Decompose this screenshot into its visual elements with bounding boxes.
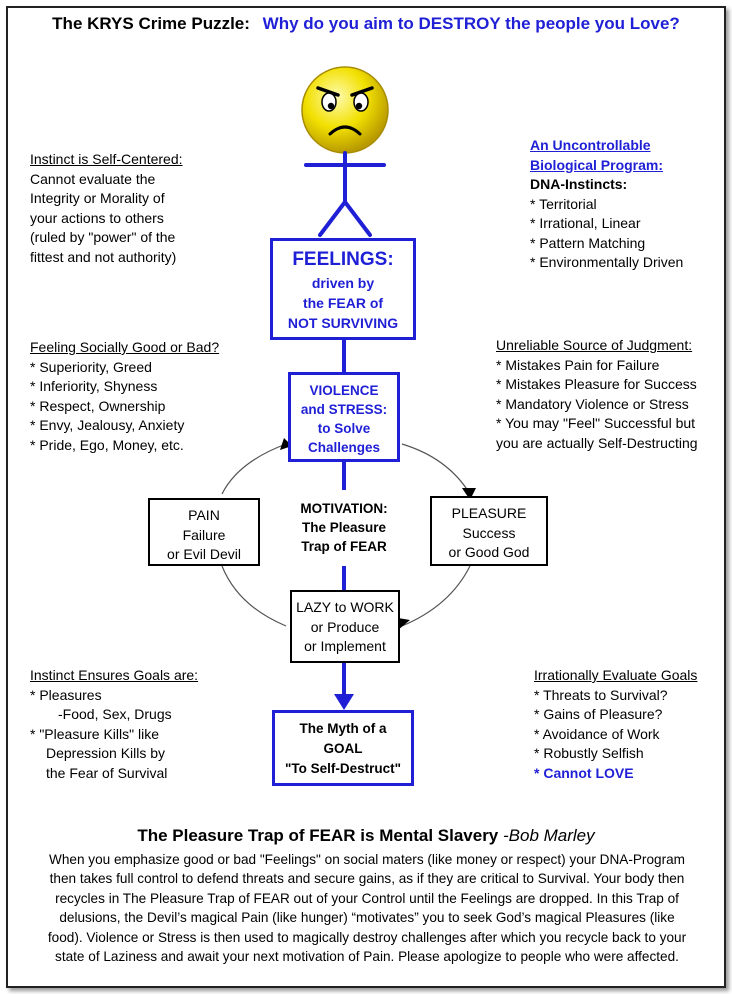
- list-item: * Envy, Jealousy, Anxiety: [30, 417, 185, 433]
- bottom-author: -Bob Marley: [503, 826, 595, 845]
- pleasure-line: PLEASURE: [451, 505, 527, 521]
- page-title: The KRYS Crime Puzzle: Why do you aim to…: [0, 14, 732, 34]
- list-item: * Robustly Selfish: [534, 745, 644, 761]
- goal-line: GOAL: [323, 741, 363, 756]
- bottom-title-text: The Pleasure Trap of FEAR is Mental Slav…: [137, 826, 499, 845]
- instinct-self-centered-heading: Instinct is Self-Centered:: [30, 151, 183, 167]
- list-item: * Respect, Ownership: [30, 397, 166, 414]
- unreliable-judgment-block: Unreliable Source of Judgment: * Mistake…: [496, 336, 718, 453]
- list-item: * Mistakes Pleasure for Success: [496, 376, 697, 392]
- text-line: fittest and not authority): [30, 248, 177, 265]
- paragraph-line: recycles in The Pleasure Trap of FEAR ou…: [55, 890, 679, 906]
- pain-line: PAIN: [188, 507, 220, 523]
- cycle-arrowhead-icon: [462, 488, 476, 500]
- bottom-title: The Pleasure Trap of FEAR is Mental Slav…: [0, 826, 732, 846]
- list-item: * Environmentally Driven: [530, 254, 684, 270]
- list-item: * Pride, Ego, Money, etc.: [30, 436, 184, 453]
- list-item: -Food, Sex, Drugs: [58, 706, 172, 722]
- pain-line: Failure: [182, 526, 226, 543]
- text-line: Cannot evaluate the: [30, 170, 156, 187]
- list-item: the Fear of Survival: [46, 764, 168, 781]
- feelings-box: FEELINGS: driven by the FEAR of NOT SURV…: [270, 238, 416, 340]
- pain-box: PAIN Failure or Evil Devil: [148, 498, 260, 566]
- list-item: Depression Kills by: [46, 745, 166, 761]
- cycle-arrowhead-icon: [398, 618, 410, 630]
- paragraph-line: then takes full control to defend threat…: [49, 871, 685, 887]
- list-item: * Irrational, Linear: [530, 215, 641, 231]
- lazy-line: LAZY to WORK: [296, 599, 394, 615]
- arrow-down-icon: [334, 694, 354, 710]
- list-item: * Territorial: [530, 195, 597, 212]
- cycle-arcs: [221, 443, 471, 627]
- biological-program-heading: An Uncontrollable: [530, 137, 651, 153]
- list-item: * Pattern Matching: [530, 234, 646, 251]
- goal-box: The Myth of a GOAL "To Self-Destruct": [272, 710, 414, 786]
- pleasure-line: or Good God: [448, 544, 530, 560]
- lazy-line: or Implement: [304, 638, 386, 654]
- paragraph-line: delusions, the Devil’s magical Pain (lik…: [59, 910, 675, 926]
- goal-line: The Myth of a: [299, 721, 387, 736]
- list-item: * You may "Feel" Successful but: [496, 415, 696, 431]
- instinct-self-centered-block: Instinct is Self-Centered: Cannot evalua…: [30, 150, 260, 267]
- motivation-center: MOTIVATION: The Pleasure Trap of FEAR: [282, 499, 406, 556]
- goal-line: "To Self-Destruct": [284, 761, 402, 776]
- list-item: * Cannot LOVE: [534, 764, 634, 781]
- list-item: * Mistakes Pain for Failure: [496, 356, 660, 373]
- list-item: * Inferiority, Shyness: [30, 378, 158, 394]
- page-frame: [6, 6, 726, 988]
- instinct-goals-heading: Instinct Ensures Goals are:: [30, 667, 199, 683]
- list-item: * Mandatory Violence or Stress: [496, 395, 689, 412]
- list-item: * "Pleasure Kills" like: [30, 725, 159, 742]
- violence-line: VIOLENCE: [309, 383, 379, 398]
- list-item: you are actually Self-Destructing: [496, 434, 698, 451]
- biological-program-heading: Biological Program:: [530, 156, 664, 173]
- violence-line: to Solve: [317, 421, 371, 436]
- instinct-goals-block: Instinct Ensures Goals are: * Pleasures …: [30, 666, 270, 783]
- feelings-line: driven by: [311, 275, 375, 291]
- bottom-paragraph: When you emphasize good or bad "Feelings…: [22, 850, 712, 966]
- list-item: * Superiority, Greed: [30, 358, 152, 375]
- violence-line: and STRESS:: [300, 402, 388, 417]
- irrational-goals-heading: Irrationally Evaluate Goals: [534, 667, 698, 683]
- irrational-goals-block: Irrationally Evaluate Goals * Threats to…: [534, 666, 720, 783]
- dna-instincts-subheading: DNA-Instincts:: [530, 176, 628, 192]
- feelings-title: FEELINGS:: [292, 249, 394, 270]
- text-line: Integrity or Morality of: [30, 190, 165, 206]
- text-line: (ruled by "power" of the: [30, 229, 176, 245]
- stick-figure-body: [304, 151, 386, 237]
- list-item: * Avoidance of Work: [534, 725, 660, 742]
- paragraph-line: food). Violence or Stress is then used t…: [47, 929, 687, 945]
- violence-line: Challenges: [307, 440, 381, 455]
- title-prefix: The KRYS Crime Puzzle:: [52, 14, 250, 33]
- motivation-line: Trap of FEAR: [301, 539, 387, 554]
- feelings-line: the FEAR of: [302, 295, 384, 311]
- motivation-line: The Pleasure: [301, 520, 387, 535]
- violence-box: VIOLENCE and STRESS: to Solve Challenges: [288, 372, 400, 462]
- list-item: * Pleasures: [30, 686, 102, 703]
- unreliable-judgment-heading: Unreliable Source of Judgment:: [496, 337, 693, 353]
- social-feeling-block: Feeling Socially Good or Bad? * Superior…: [30, 338, 270, 455]
- biological-program-block: An Uncontrollable Biological Program: DN…: [530, 136, 720, 273]
- paragraph-line: When you emphasize good or bad "Feelings…: [49, 852, 685, 867]
- social-feeling-heading: Feeling Socially Good or Bad?: [30, 339, 220, 355]
- pleasure-line: Success: [462, 524, 516, 541]
- feelings-line: NOT SURVIVING: [287, 315, 399, 331]
- list-item: * Threats to Survival?: [534, 686, 668, 703]
- sad-face-icon: [301, 66, 389, 154]
- pain-line: or Evil Devil: [167, 546, 241, 562]
- pleasure-box: PLEASURE Success or Good God: [430, 496, 548, 566]
- lazy-line: or Produce: [310, 618, 380, 635]
- title-question: Why do you aim to DESTROY the people you…: [262, 14, 680, 33]
- paragraph-line: state of Laziness and await your next mo…: [55, 949, 679, 965]
- list-item: * Gains of Pleasure?: [534, 706, 663, 722]
- text-line: your actions to others: [30, 209, 164, 226]
- motivation-heading: MOTIVATION:: [300, 501, 388, 516]
- lazy-box: LAZY to WORK or Produce or Implement: [290, 590, 400, 663]
